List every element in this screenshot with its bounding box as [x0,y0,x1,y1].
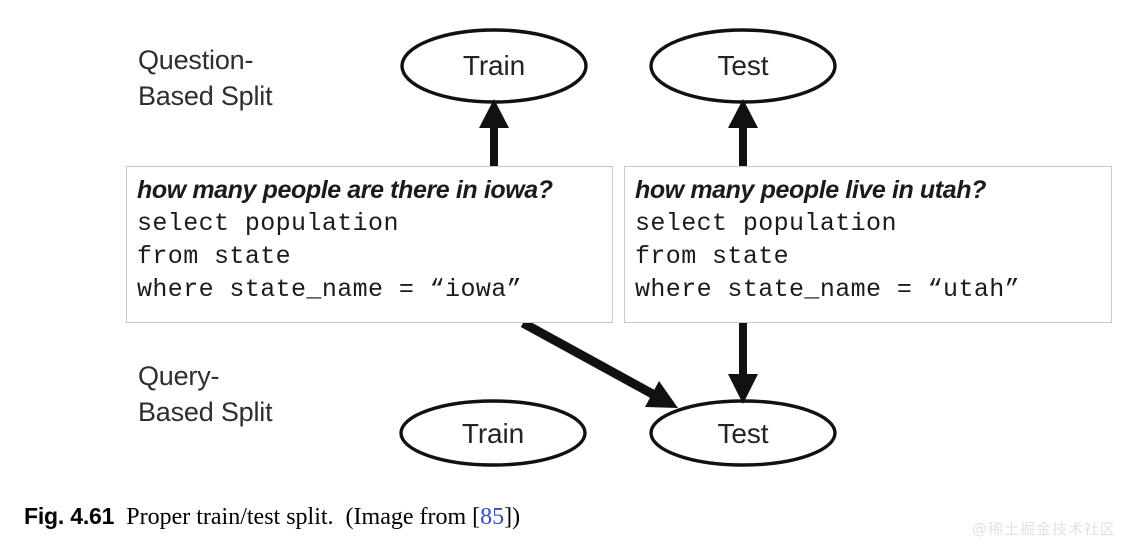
node-bottom-train-ellipse [399,399,587,467]
example-right-sql-line-3: where state_name = “utah” [635,275,1021,304]
caption-text: Proper train/test split. (Image from [ [114,504,481,530]
diagram-svg [399,28,837,467]
example-right-sql-line-1: select population [635,209,897,238]
example-left-sql-line-3: where state_name = “iowa” [137,275,523,304]
arrow-left-box-to-bottom-test [520,319,678,408]
node-top-train-label: Train [462,50,526,81]
arrow-right-box-to-top-test [728,99,758,166]
node-bottom-test-label: Test [717,418,769,449]
figure-caption: Fig. 4.61 Proper train/test split. (Imag… [24,503,520,531]
node-bottom-train-label: Train [461,418,525,449]
example-right-question: how many people live in utah? [635,176,986,204]
question-based-split-label: Question- Based Split [138,45,273,111]
caption-text-end: ]) [504,504,521,530]
watermark: @稀土掘金技术社区 [971,520,1116,538]
node-top-test-label: Test [717,50,769,81]
example-left-sql-line-2: from state [137,242,292,271]
example-box-left: how many people are there in iowa? selec… [126,166,613,323]
example-right-sql-line-2: from state [635,242,790,271]
arrow-right-box-to-bottom-test [728,323,758,404]
example-left-sql-line-1: select population [137,209,399,238]
figure-area: Question- Based Split Query- Based Split… [126,28,1112,467]
query-based-split-label: Query- Based Split [138,361,273,427]
arrow-left-box-to-top-train [479,99,509,166]
example-left-question: how many people are there in iowa? [137,176,553,204]
example-box-right: how many people live in utah? select pop… [624,166,1112,323]
caption-figure-number: Fig. 4.61 [24,503,115,529]
caption-citation-link[interactable]: 85 [480,504,505,530]
